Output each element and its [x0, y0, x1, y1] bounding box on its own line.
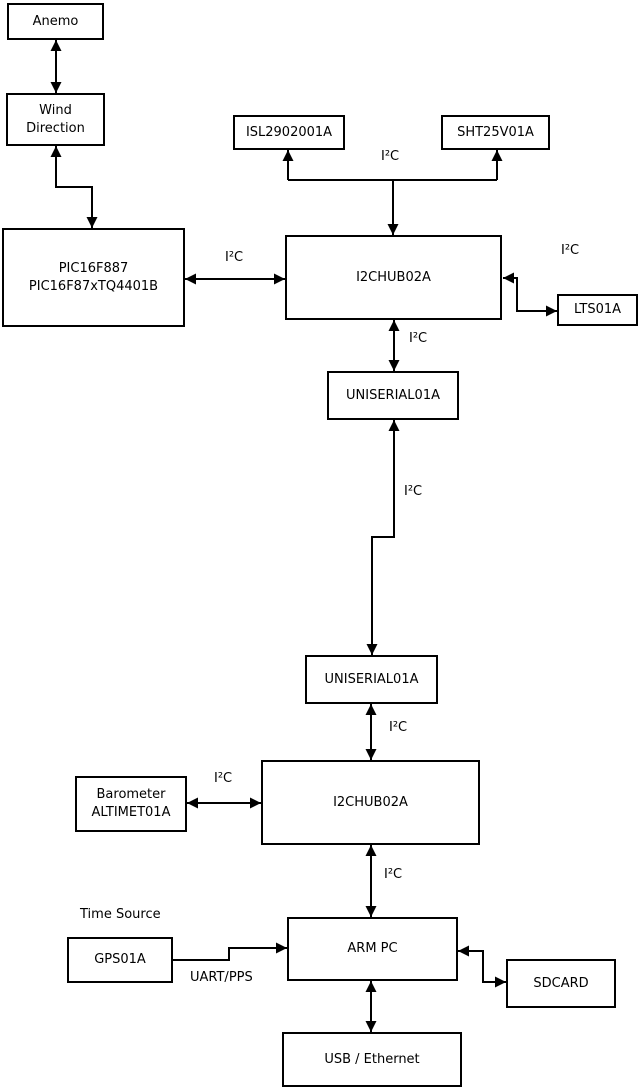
node-isl2902001a: ISL2902001A	[233, 115, 345, 150]
label-i2c-hub-uniserial: I²C	[409, 331, 428, 346]
node-i2chub02a-bottom: I2CHUB02A	[261, 760, 480, 845]
node-uniserial01a-top-label: UNISERIAL01A	[346, 387, 440, 403]
node-anemo: Anemo	[7, 3, 104, 40]
node-i2chub02a-top-label: I2CHUB02A	[356, 269, 431, 285]
label-i2c-barometer-hub: I²C	[214, 771, 233, 786]
node-wind-direction-label: Wind Direction	[26, 102, 85, 136]
node-arm-pc: ARM PC	[287, 917, 458, 981]
node-uniserial01a-bottom-label: UNISERIAL01A	[324, 671, 419, 687]
edge-hub-lts	[503, 272, 557, 317]
node-pic16f887-label: PIC16F887 PIC16F87xTQ4401B	[28, 260, 159, 294]
node-uniserial01a-bottom: UNISERIAL01A	[305, 655, 438, 704]
label-i2c-uniserial-hub: I²C	[389, 720, 408, 735]
node-usb-ethernet-label: USB / Ethernet	[324, 1051, 420, 1067]
label-i2c-hub-armpc: I²C	[384, 867, 403, 882]
node-sht25v01a: SHT25V01A	[441, 115, 550, 150]
edge-uniserial-link	[366, 420, 400, 655]
node-anemo-label: Anemo	[32, 13, 79, 29]
node-usb-ethernet: USB / Ethernet	[282, 1032, 462, 1087]
node-pic16f887: PIC16F887 PIC16F87xTQ4401B	[2, 228, 185, 327]
node-barometer-altimet01a: Barometer ALTIMET01A	[75, 776, 187, 832]
node-i2chub02a-bottom-label: I2CHUB02A	[333, 794, 408, 810]
node-uniserial01a-top: UNISERIAL01A	[327, 371, 459, 420]
node-lts01a-label: LTS01A	[573, 302, 622, 318]
label-i2c-sensor-branch: I²C	[381, 149, 400, 164]
node-sht25v01a-label: SHT25V01A	[457, 124, 534, 140]
label-i2c-uniserial-link: I²C	[404, 484, 423, 499]
node-barometer-altimet01a-label: Barometer ALTIMET01A	[91, 787, 171, 820]
label-i2c-pic-hub: I²C	[225, 250, 244, 265]
edge-wind-pic	[50, 146, 98, 228]
node-lts01a: LTS01A	[557, 294, 638, 326]
node-arm-pc-label: ARM PC	[347, 941, 398, 957]
node-gps01a: GPS01A	[67, 937, 173, 983]
node-i2chub02a-top: I2CHUB02A	[285, 235, 502, 320]
node-sdcard-label: SDCARD	[533, 975, 589, 991]
label-i2c-hub-lts: I²C	[561, 243, 580, 258]
node-sdcard: SDCARD	[506, 959, 616, 1008]
label-time-source: Time Source	[80, 907, 161, 922]
edge-gps-armpc	[173, 942, 287, 961]
node-wind-direction: Wind Direction	[6, 93, 105, 146]
node-gps01a-label: GPS01A	[94, 952, 146, 968]
label-uart-pps: UART/PPS	[190, 970, 253, 985]
edge-armpc-sdcard	[458, 945, 506, 988]
node-isl2902001a-label: ISL2902001A	[245, 124, 333, 140]
